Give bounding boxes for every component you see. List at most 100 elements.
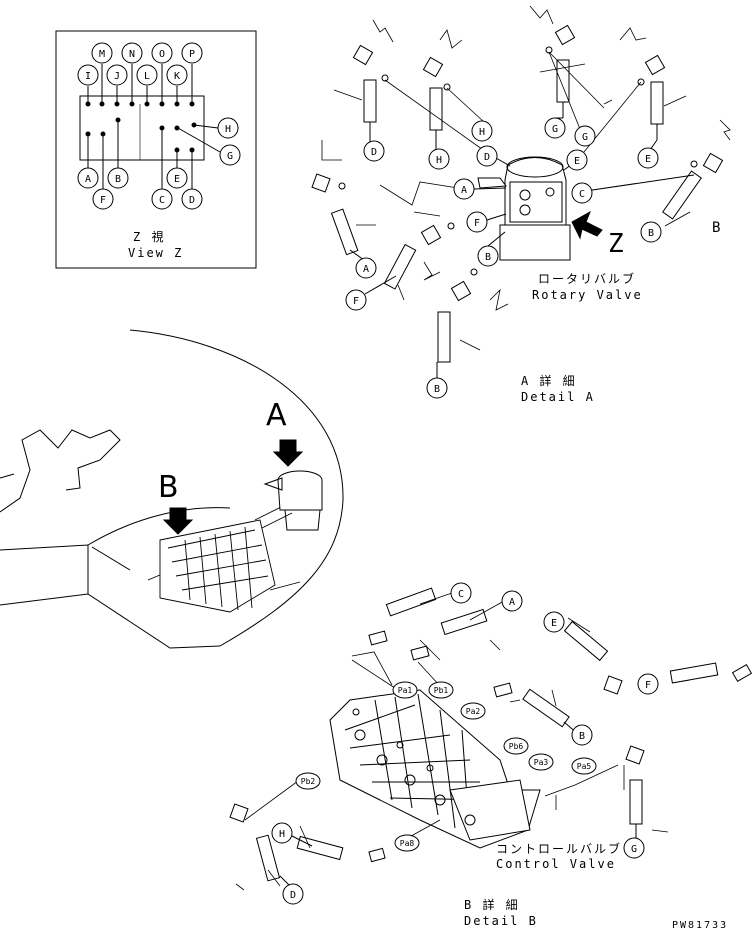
callout-J: J — [106, 64, 128, 104]
svg-text:G: G — [582, 132, 588, 143]
control-valve-assembly: C A E F B G H D Pa1 Pb1 Pa2 Pb2 Pb6 Pa3 … — [229, 582, 753, 905]
callout-a-A2: A — [349, 249, 377, 279]
port-tag-pb6: Pb6 — [503, 737, 529, 755]
fittings-detail-a — [311, 24, 724, 302]
port-tag-pa1: Pa1 — [392, 681, 418, 699]
port-tag-pa8: Pa8 — [394, 834, 420, 852]
callout-b-H: H — [271, 822, 313, 847]
svg-text:Pb6: Pb6 — [509, 742, 524, 751]
callout-b-G: G — [623, 824, 645, 859]
rotary-valve-label-jp: ロータリバルブ — [538, 272, 637, 286]
callout-H: H — [193, 117, 239, 139]
overview-outline — [129, 329, 344, 647]
svg-text:Pa5: Pa5 — [577, 762, 592, 771]
callout-a-G1: G — [544, 117, 566, 139]
callout-a-E2: E — [637, 139, 659, 169]
drawing-number: PW81733 — [672, 920, 729, 931]
detail-b-title-en: Detail B — [464, 914, 538, 928]
port-tag-pb1: Pb1 — [428, 681, 454, 699]
svg-text:P: P — [189, 49, 195, 60]
svg-text:B: B — [579, 731, 585, 742]
svg-text:E: E — [174, 174, 180, 185]
callout-G: G — [177, 127, 241, 166]
svg-text:D: D — [189, 195, 195, 206]
port-tag-pa5: Pa5 — [571, 757, 597, 775]
control-valve-label-en: Control Valve — [496, 857, 616, 871]
view-z-ports — [85, 101, 197, 153]
callout-b-C: C — [450, 582, 472, 604]
callout-a-E1: E — [563, 149, 588, 171]
svg-text:Pb1: Pb1 — [434, 686, 449, 695]
svg-text:G: G — [631, 844, 637, 855]
overview-rotary-valve — [263, 470, 323, 531]
svg-text:H: H — [279, 829, 285, 840]
svg-text:O: O — [159, 49, 165, 60]
svg-text:H: H — [436, 155, 442, 166]
svg-text:L: L — [144, 71, 150, 82]
svg-text:Pa3: Pa3 — [534, 758, 549, 767]
svg-text:E: E — [574, 156, 580, 167]
svg-text:A: A — [509, 597, 515, 608]
svg-text:G: G — [227, 151, 233, 162]
svg-text:F: F — [100, 195, 106, 206]
callout-b-A: A — [501, 590, 523, 612]
svg-text:N: N — [129, 49, 135, 60]
callout-b-F: F — [637, 673, 659, 695]
callout-B: B — [107, 120, 129, 189]
callout-N: N — [121, 42, 143, 104]
machine-overview — [0, 329, 344, 649]
callout-a-F1: F — [466, 211, 507, 233]
view-z-title-jp: Z 視 — [133, 230, 166, 244]
svg-text:H: H — [225, 124, 231, 135]
hoses-detail-b — [255, 587, 719, 882]
callout-b-D: D — [279, 875, 304, 905]
port-tag-pa3: Pa3 — [528, 753, 554, 771]
view-z-port-block — [79, 95, 205, 161]
hoses-detail-a — [330, 59, 702, 363]
callout-a-H1: H — [471, 120, 493, 142]
overview-arrow-a-label: A — [266, 398, 287, 433]
callout-a-B1: B — [477, 231, 506, 267]
svg-text:B: B — [434, 384, 440, 395]
svg-text:F: F — [645, 680, 651, 691]
svg-text:H: H — [479, 127, 485, 138]
detail-a-title-en: Detail A — [521, 390, 595, 404]
svg-text:Pa2: Pa2 — [466, 707, 481, 716]
view-z-callouts: M N O P I J L K H G A B F C E D — [77, 42, 241, 210]
svg-text:Pa8: Pa8 — [400, 839, 415, 848]
port-tags-detail-b: Pa1 Pb1 Pa2 Pb2 Pb6 Pa3 Pa5 Pa8 — [295, 681, 597, 852]
svg-text:A: A — [461, 185, 467, 196]
svg-text:E: E — [551, 618, 557, 629]
view-z-frame — [55, 30, 257, 269]
callout-a-A1: A — [453, 178, 507, 200]
detail-a-title-jp: A 詳 細 — [521, 374, 577, 388]
callout-a-D1: D — [363, 140, 385, 162]
callout-a-C1: C — [571, 174, 695, 204]
svg-text:F: F — [474, 218, 480, 229]
callout-L: L — [136, 64, 158, 104]
callout-a-B3: B — [426, 362, 448, 399]
svg-text:B: B — [115, 174, 121, 185]
svg-text:C: C — [458, 589, 464, 600]
svg-text:K: K — [174, 71, 180, 82]
view-z-title-en: View Z — [128, 246, 184, 260]
arrow-b-icon — [162, 507, 194, 535]
callout-a-H2: H — [428, 148, 450, 170]
svg-text:J: J — [114, 71, 120, 82]
callout-b-E: E — [543, 611, 565, 633]
callout-a-D2: D — [476, 145, 511, 167]
svg-text:M: M — [99, 49, 105, 60]
z-view-arrow — [571, 210, 603, 240]
svg-text:B: B — [648, 228, 654, 239]
svg-text:C: C — [159, 195, 165, 206]
svg-text:E: E — [645, 154, 651, 165]
callout-I: I — [77, 64, 99, 104]
callout-P: P — [181, 42, 203, 104]
svg-text:Pa1: Pa1 — [398, 686, 413, 695]
callout-D: D — [181, 150, 203, 210]
svg-text:B: B — [485, 252, 491, 263]
callout-a-G2: G — [574, 125, 596, 147]
callout-O: O — [151, 42, 173, 104]
callout-F: F — [92, 134, 114, 210]
